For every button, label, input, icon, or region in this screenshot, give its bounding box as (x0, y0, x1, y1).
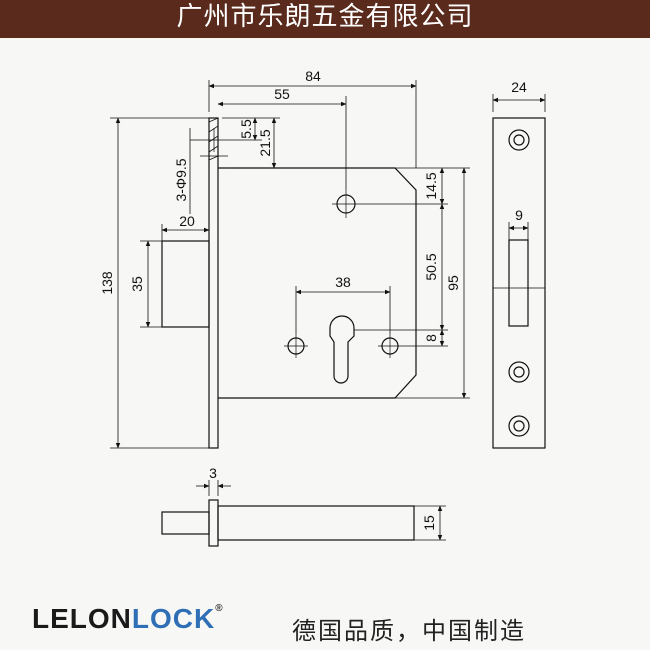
header-banner (0, 0, 650, 38)
faceplate-outline (492, 117, 546, 449)
dim-total-height: 138 (99, 271, 115, 295)
company-name: 广州市乐朗五金有限公司 (176, 2, 474, 32)
slogan: 德国品质，中国制造 (292, 617, 526, 645)
faceplate-side-view (492, 117, 546, 449)
dim-backset: 55 (274, 86, 290, 102)
cylinder-cutout (329, 315, 355, 384)
dim-bolt-height: 35 (129, 276, 145, 292)
dim-faceplate-width: 24 (511, 79, 527, 95)
bolt-bottom (161, 511, 210, 535)
dim-strike-slot: 9 (515, 207, 523, 223)
dim-center-distance: 50.5 (423, 253, 439, 280)
lock-case (218, 167, 417, 399)
dim-bolt-throw: 20 (179, 213, 195, 229)
lock-body (161, 117, 417, 449)
dim-upper-offset: 14.5 (423, 172, 439, 199)
dim-top-offset-b: 21.5 (257, 129, 273, 156)
lock-bottom-view (161, 499, 415, 547)
front-faceplate (208, 117, 219, 449)
dim-faceplate-thickness: 3 (209, 465, 217, 481)
brand-logo-part1: LELON (32, 603, 132, 634)
latch-slot (508, 239, 529, 327)
latch-bolt (161, 240, 210, 328)
dim-cylinder-offset: 8 (423, 334, 439, 342)
dim-screw-spacing: 38 (335, 274, 351, 290)
brand-logo-part2: LOCK (131, 603, 216, 634)
registered-mark: ® (215, 603, 224, 614)
dim-bolt-section: 15 (421, 515, 437, 531)
dim-top-offset-a: 5.5 (238, 119, 254, 139)
dim-width-total: 84 (305, 68, 321, 84)
dim-holes: 3-Φ9.5 (173, 158, 189, 201)
case-bottom (217, 505, 415, 541)
dim-body-height: 95 (445, 275, 461, 291)
brand-logo: LELONLOCK® (32, 603, 224, 635)
